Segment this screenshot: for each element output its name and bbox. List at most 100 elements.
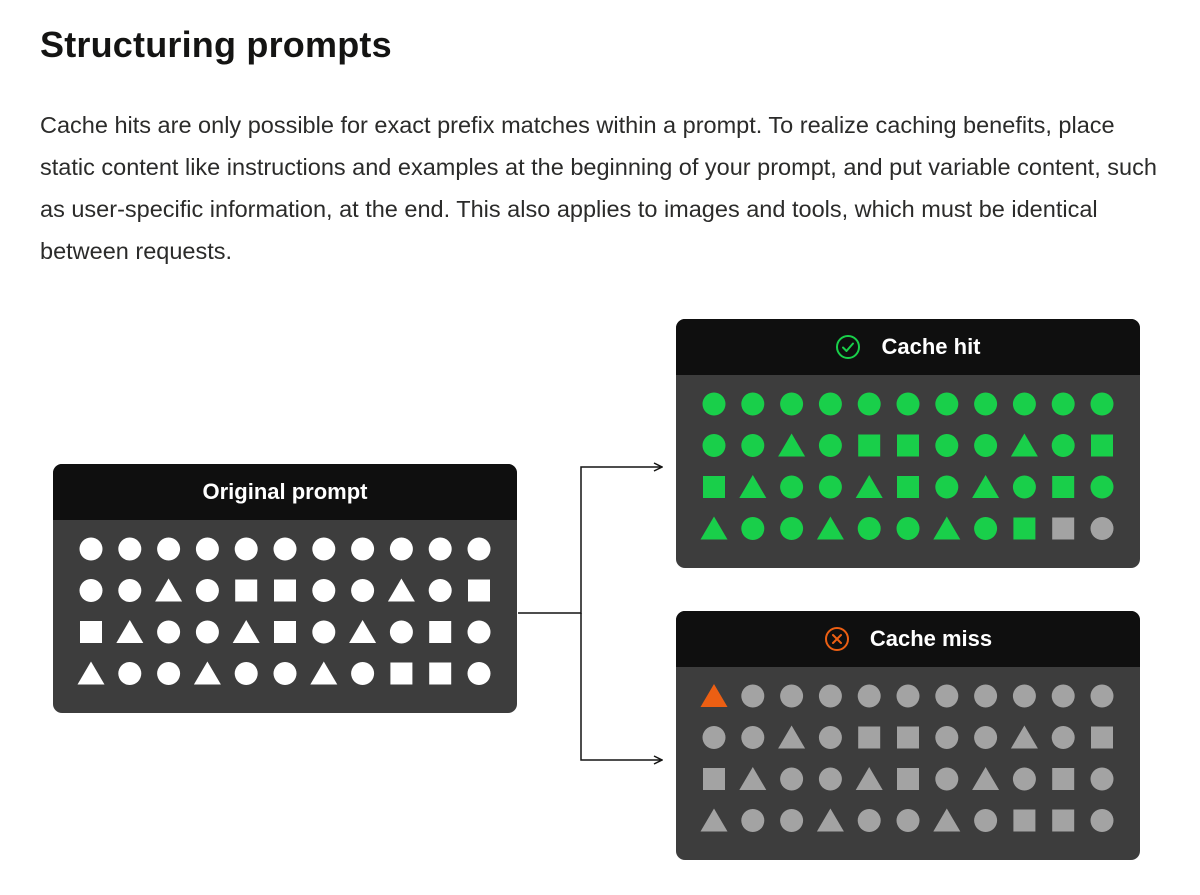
- hit-triangle-shape: [933, 516, 961, 540]
- check-circle-icon: [836, 335, 861, 359]
- hit-circle-shape: [935, 392, 959, 416]
- original-square-shape: [235, 579, 258, 602]
- original-triangle-shape: [155, 578, 183, 602]
- miss-circle-shape: [857, 684, 881, 708]
- hit-circle-shape: [1090, 392, 1114, 416]
- original-circle-shape: [467, 662, 491, 685]
- miss-triangle-shape: [816, 808, 844, 832]
- original-square-shape: [274, 621, 296, 643]
- miss-circle-shape: [741, 726, 765, 749]
- cache-miss-title: Cache miss: [869, 626, 993, 651]
- hit-triangle-shape: [700, 516, 728, 540]
- original-circle-shape: [312, 537, 336, 561]
- hit-square-shape: [1091, 434, 1113, 457]
- miss-triangle-shape: [1010, 725, 1038, 749]
- original-circle-shape: [118, 662, 142, 685]
- arrow-to-cache-hit: [518, 467, 662, 614]
- original-circle-shape: [351, 662, 375, 685]
- hit-circle-shape: [818, 434, 842, 457]
- original-circle-shape: [79, 579, 103, 602]
- original-circle-shape: [157, 620, 181, 644]
- original-prompt-title: Original prompt: [202, 479, 368, 504]
- original-circle-shape: [312, 579, 336, 602]
- original-circle-shape: [157, 662, 181, 685]
- original-triangle-shape: [310, 661, 338, 685]
- original-triangle-shape: [116, 620, 144, 643]
- hit-circle-shape: [1090, 517, 1114, 540]
- hit-circle-shape: [1051, 434, 1075, 457]
- hit-circle-shape: [741, 392, 765, 416]
- page-title: Structuring prompts: [40, 24, 392, 65]
- hit-circle-shape: [974, 517, 998, 540]
- original-circle-shape: [118, 537, 142, 561]
- hit-circle-shape: [896, 392, 920, 416]
- hit-circle-shape: [780, 475, 804, 499]
- miss-square-shape: [858, 726, 881, 749]
- original-circle-shape: [351, 579, 375, 602]
- hit-triangle-shape: [739, 475, 767, 498]
- original-circle-shape: [273, 537, 297, 561]
- original-triangle-shape: [232, 620, 260, 643]
- miss-triangle-shape: [700, 684, 728, 707]
- miss-triangle-shape: [972, 767, 1000, 790]
- original-square-shape: [390, 662, 413, 685]
- original-square-shape: [468, 579, 490, 602]
- miss-circle-shape: [1012, 684, 1036, 708]
- miss-triangle-shape: [739, 767, 767, 790]
- hit-circle-shape: [741, 434, 765, 457]
- miss-triangle-shape: [933, 808, 961, 832]
- original-prompt-panel: Original prompt: [53, 464, 517, 713]
- original-triangle-shape: [387, 578, 415, 602]
- miss-circle-shape: [1090, 767, 1114, 791]
- original-circle-shape: [351, 537, 375, 561]
- hit-circle-shape: [935, 434, 959, 457]
- cache-miss-shapes: [700, 684, 1114, 832]
- original-circle-shape: [234, 537, 258, 561]
- original-circle-shape: [157, 537, 181, 561]
- hit-circle-shape: [780, 517, 804, 540]
- hit-circle-shape: [1012, 392, 1036, 416]
- hit-triangle-shape: [1010, 433, 1038, 457]
- miss-circle-shape: [741, 809, 765, 832]
- hit-circle-shape: [1051, 392, 1075, 416]
- original-triangle-shape: [77, 661, 105, 685]
- original-square-shape: [274, 579, 296, 602]
- original-circle-shape: [118, 579, 142, 602]
- miss-square-shape: [1091, 726, 1113, 749]
- original-square-shape: [80, 621, 102, 643]
- original-circle-shape: [467, 537, 491, 561]
- hit-square-shape: [897, 434, 919, 457]
- original-circle-shape: [467, 620, 491, 644]
- miss-square-shape: [703, 768, 725, 790]
- miss-square-shape: [897, 768, 919, 790]
- hit-triangle-shape: [972, 475, 1000, 498]
- original-circle-shape: [234, 662, 258, 685]
- intro-paragraph: Cache hits are only possible for exact p…: [40, 112, 1157, 264]
- original-circle-shape: [195, 537, 219, 561]
- original-triangle-shape: [193, 661, 221, 685]
- miss-triangle-shape: [778, 725, 806, 749]
- hit-circle-shape: [818, 392, 842, 416]
- arrow-to-cache-miss: [580, 613, 662, 760]
- miss-circle-shape: [974, 726, 998, 749]
- original-circle-shape: [389, 537, 413, 561]
- miss-circle-shape: [702, 726, 726, 749]
- miss-circle-shape: [935, 726, 959, 749]
- hit-circle-shape: [935, 475, 959, 499]
- cache-hit-header: Cache hit: [676, 319, 1140, 375]
- miss-triangle-shape: [700, 808, 728, 832]
- hit-circle-shape: [974, 392, 998, 416]
- hit-square-shape: [1052, 476, 1075, 498]
- hit-circle-shape: [702, 434, 726, 457]
- hit-circle-shape: [1090, 475, 1114, 499]
- hit-circle-shape: [741, 517, 765, 540]
- miss-circle-shape: [1090, 684, 1114, 708]
- miss-circle-shape: [741, 684, 765, 708]
- cache-hit-title: Cache hit: [881, 334, 981, 359]
- miss-circle-shape: [780, 809, 804, 832]
- miss-circle-shape: [935, 767, 959, 791]
- original-circle-shape: [389, 620, 413, 644]
- cache-miss-header: Cache miss: [676, 611, 1140, 667]
- hit-circle-shape: [780, 392, 804, 416]
